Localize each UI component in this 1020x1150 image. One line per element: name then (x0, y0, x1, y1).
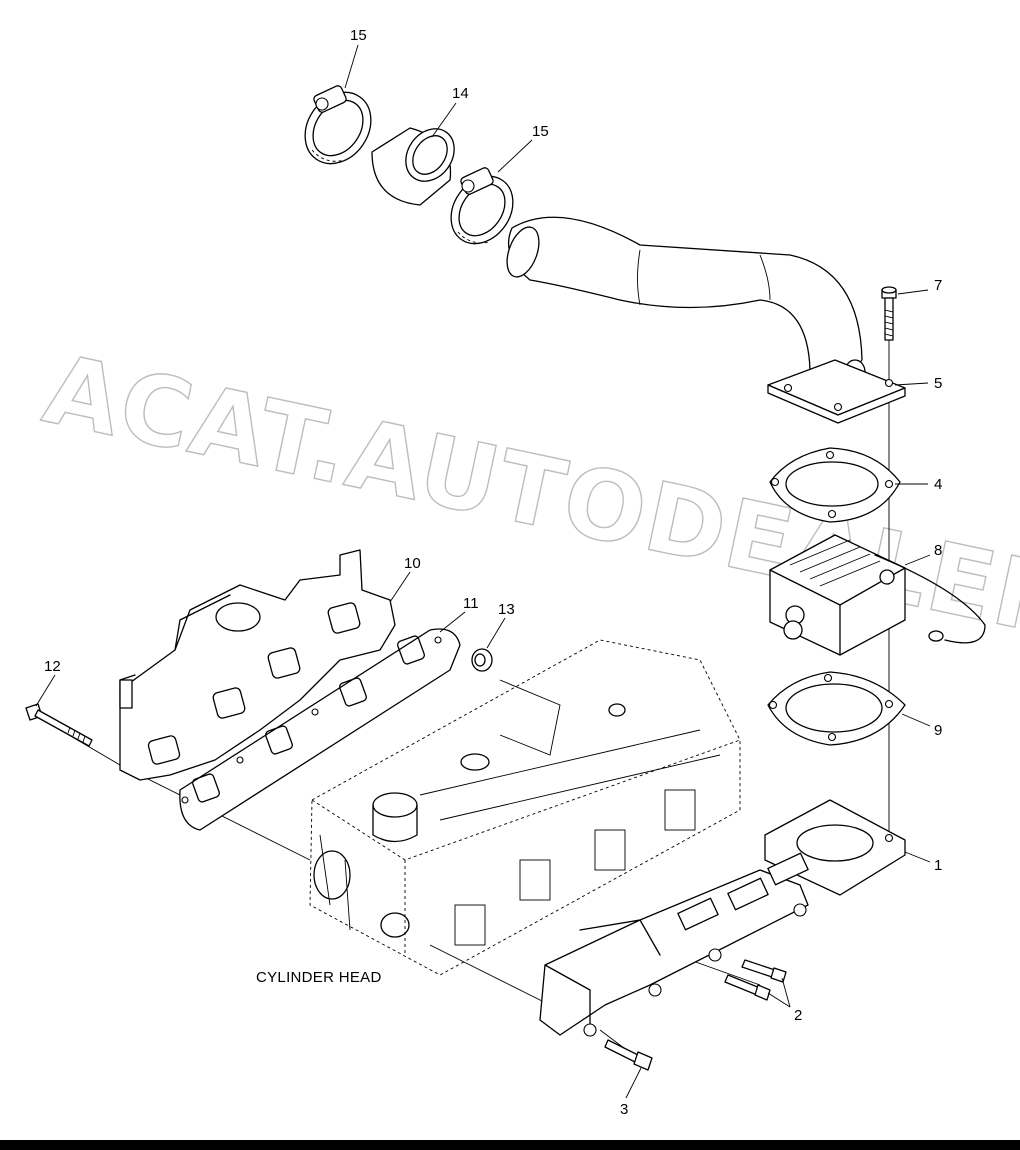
manifold-1 (539, 799, 906, 1037)
valve-body-8 (769, 534, 986, 656)
gasket-4 (769, 447, 901, 523)
bolt-3 (604, 1039, 653, 1071)
exhaust-pipe-5 (506, 216, 906, 424)
callout-10: 10 (404, 555, 421, 572)
leader-lines (35, 44, 931, 1099)
callout-2: 2 (794, 1007, 802, 1024)
callout-1: 1 (934, 857, 942, 874)
hose-clamp-15b (450, 167, 514, 245)
callout-11: 11 (463, 595, 479, 612)
callout-8: 8 (934, 542, 942, 559)
hose-clamp-15a (304, 85, 372, 165)
bolt-12 (25, 703, 93, 747)
hose-sleeve-14 (371, 127, 455, 206)
callout-5: 5 (934, 375, 942, 392)
callout-9: 9 (934, 722, 942, 739)
callout-7: 7 (934, 277, 942, 294)
bolt-7 (881, 286, 897, 341)
callout-4: 4 (934, 476, 942, 493)
callout-12: 12 (44, 658, 61, 675)
callout-15-middle: 15 (532, 123, 549, 140)
callout-3: 3 (620, 1101, 628, 1118)
gasket-11 (179, 628, 461, 831)
cylinder-head (309, 639, 741, 976)
cap-13 (471, 648, 493, 672)
manifold-10 (119, 549, 396, 781)
callout-13: 13 (498, 601, 515, 618)
callouts: 15 14 15 7 5 4 8 9 1 2 3 10 11 13 12 (44, 27, 942, 1118)
callout-15-top: 15 (350, 27, 367, 44)
cylinder-head-label: CYLINDER HEAD (256, 969, 382, 986)
gasket-9 (767, 671, 906, 746)
bolts-2 (724, 959, 787, 1001)
callout-14: 14 (452, 85, 469, 102)
bottom-border (0, 1140, 1020, 1150)
